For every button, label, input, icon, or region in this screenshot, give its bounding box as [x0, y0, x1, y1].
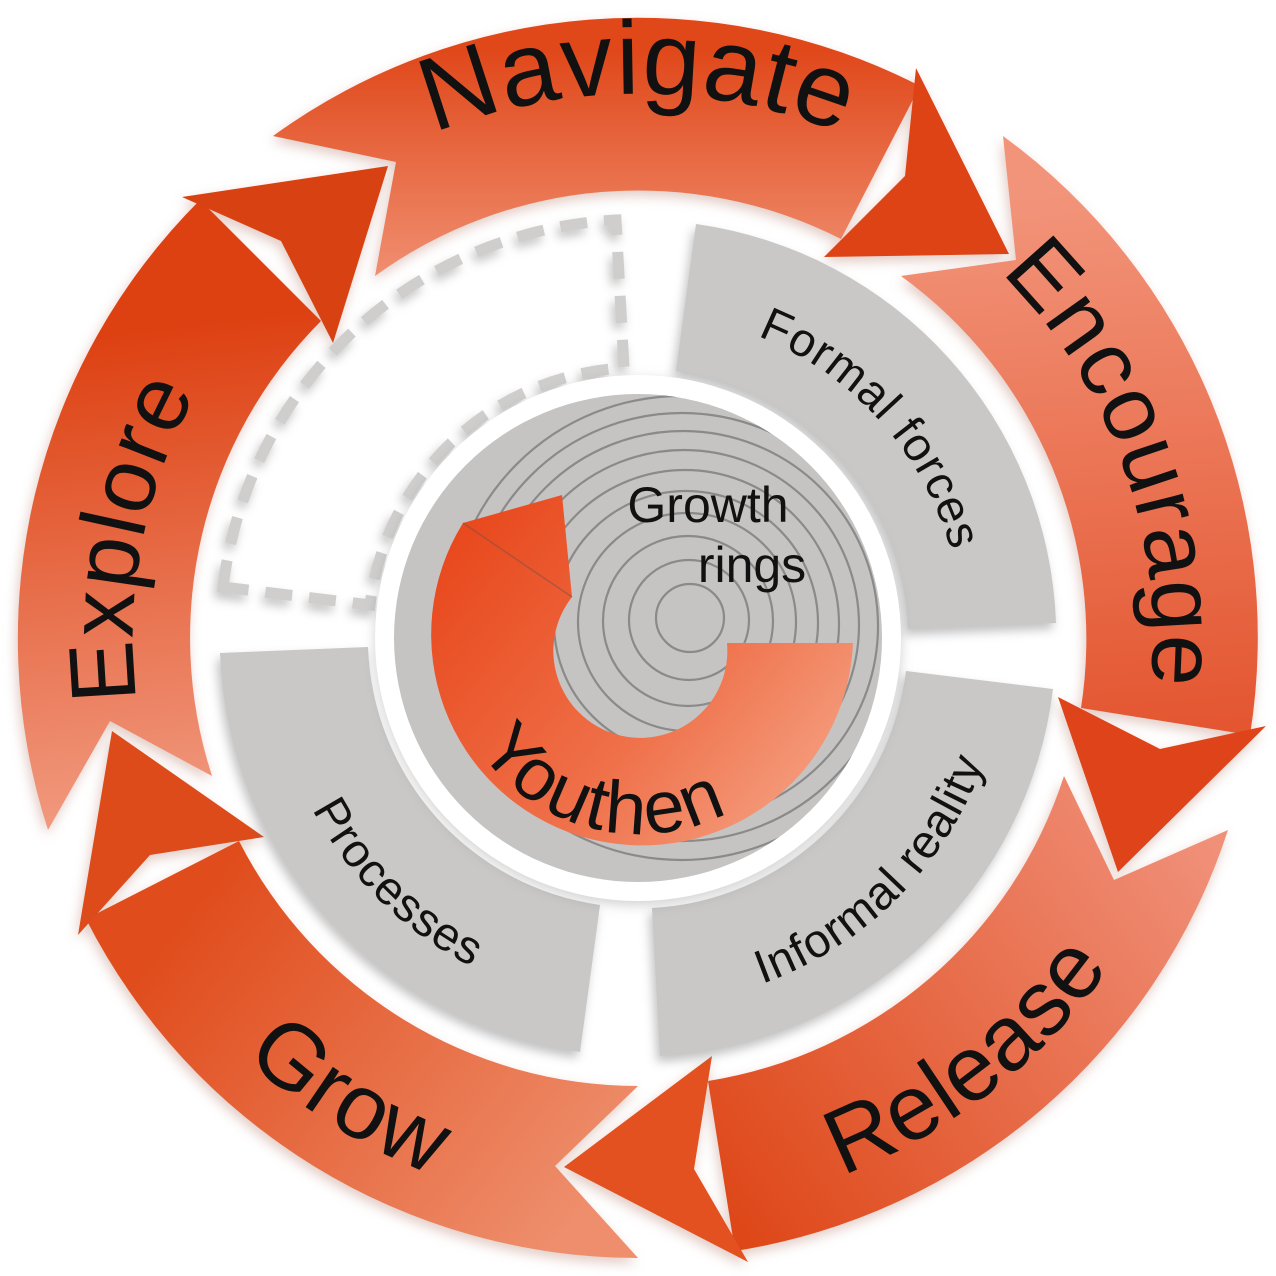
youthen-arc-seam — [462, 522, 573, 598]
segment-formal-forces — [676, 224, 1056, 629]
arrow-encourage-head — [1058, 697, 1266, 872]
arrow-explore-head — [182, 166, 388, 343]
arrow-release-head — [564, 1056, 748, 1262]
segment-dashed-outline — [216, 214, 630, 612]
segment-processes — [220, 647, 600, 1052]
label-growth-line1: Growth — [627, 477, 788, 533]
arrow-navigate-head — [824, 68, 1009, 257]
label-growth-line2: rings — [698, 537, 806, 593]
youthen-arc-group — [431, 495, 853, 846]
arrow-grow-body — [86, 841, 638, 1258]
arrow-explore-body — [17, 200, 322, 830]
arrow-grow-head — [78, 731, 264, 935]
youthen-arc — [431, 495, 853, 846]
outer-arrow-ring — [17, 17, 1266, 1262]
arrow-release-body — [708, 776, 1228, 1251]
arrow-navigate-body — [273, 17, 920, 276]
middle-segment-ring — [216, 214, 1056, 1056]
segment-informal-reality — [652, 671, 1053, 1056]
arrow-encourage-body — [901, 136, 1258, 735]
